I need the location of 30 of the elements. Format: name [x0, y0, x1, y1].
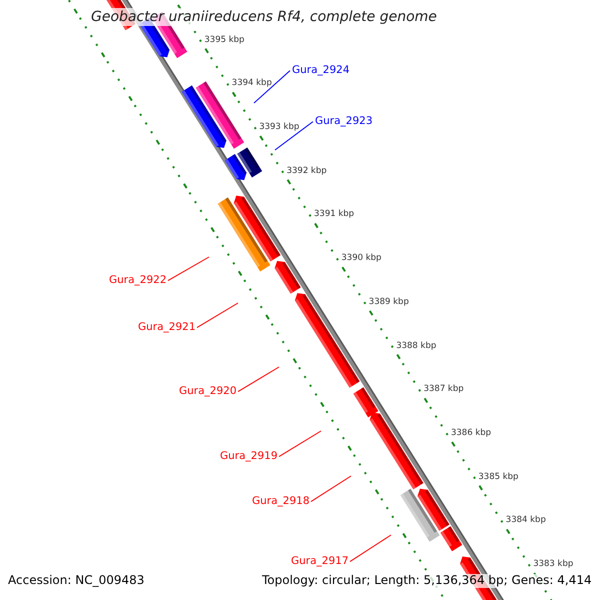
- accession-label: Accession: NC_009483: [8, 574, 144, 588]
- scale-label: 3387 kbp: [424, 385, 464, 396]
- gene-label: Gura_2917: [291, 555, 349, 568]
- leader-line: [274, 121, 314, 150]
- leader-line: [254, 70, 290, 104]
- gene-label: Gura_2918: [252, 495, 310, 508]
- scale-label: 3384 kbp: [506, 516, 546, 526]
- scale-label: 3392 kbp: [286, 166, 327, 176]
- gene-label: Gura_2921: [138, 321, 196, 334]
- leader-line: [278, 430, 322, 458]
- leader-line: [196, 302, 238, 328]
- scale-label: 3388 kbp: [396, 342, 436, 352]
- gene-label: Gura_2919: [220, 450, 278, 462]
- scale-label: 3391 kbp: [314, 210, 354, 220]
- scale-label: 3394 kbp: [232, 79, 272, 90]
- leader-line: [350, 534, 392, 562]
- gene-label: Gura_2923: [315, 115, 373, 128]
- gene-label: Gura_2920: [179, 385, 237, 398]
- leader-line: [238, 366, 280, 392]
- gene-label: Gura_2922: [109, 274, 167, 286]
- leader-line: [310, 476, 352, 502]
- scale-label: 3395 kbp: [204, 36, 244, 46]
- scale-label: 3393 kbp: [259, 123, 300, 133]
- scale-label: 3390 kbp: [341, 254, 382, 264]
- scale-label: 3383 kbp: [533, 560, 574, 570]
- gene-label: Gura_2924: [292, 64, 350, 76]
- scale-label: 3385 kbp: [478, 472, 518, 482]
- scale-label: 3389 kbp: [368, 298, 409, 308]
- leader-line: [168, 256, 210, 282]
- scale-label: 3386 kbp: [450, 428, 492, 439]
